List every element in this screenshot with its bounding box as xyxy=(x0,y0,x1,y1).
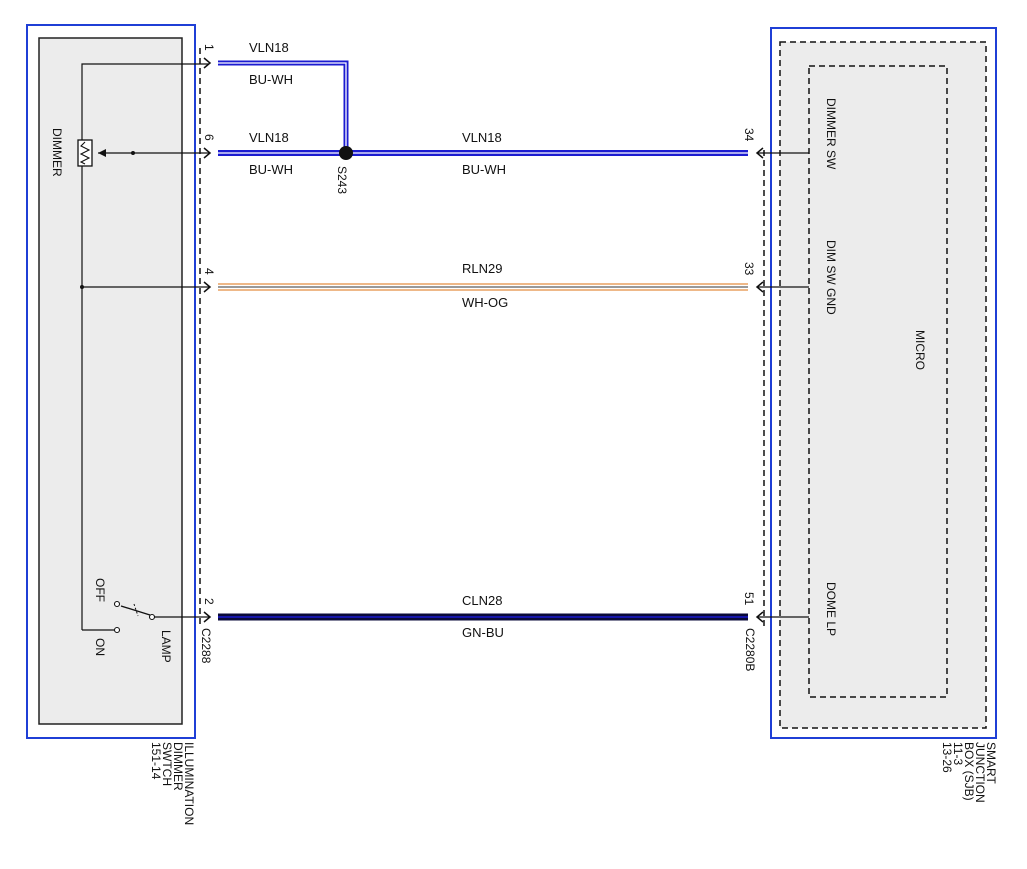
terminal-left-pin6 xyxy=(203,147,212,159)
lamp-label: LAMP xyxy=(159,630,173,663)
wire-pin2-circuit-label: CLN28 xyxy=(462,593,502,608)
right-module-name-line-4: 11-3 xyxy=(951,742,965,765)
left-module-name-line-2: DIMMER xyxy=(171,742,185,791)
wire-34-color-label: BU-WH xyxy=(462,162,506,177)
lamp-switch-pivot xyxy=(148,613,156,621)
wire-pin6-color-label: BU-WH xyxy=(249,162,293,177)
wire-34-circuit-label: VLN18 xyxy=(462,130,502,145)
wire-pin1-color-label: BU-WH xyxy=(249,72,293,87)
pin-left-4: 4 xyxy=(202,268,216,275)
right-terminals xyxy=(755,147,764,623)
illumination-dimmer-switch-module: DIMMER OFF ON LAMP C2288 ILLUMINATION DI… xyxy=(26,24,213,825)
splice-s243-dot xyxy=(339,146,353,160)
left-terminals xyxy=(203,57,212,623)
left-internal-junction-pin4 xyxy=(80,285,84,289)
function-dimmer-sw: DIMMER SW xyxy=(824,98,838,170)
pin-left-1: 1 xyxy=(202,44,216,51)
terminal-right-pin51 xyxy=(755,611,764,623)
wire-pin1-vln18 xyxy=(218,60,349,153)
terminal-right-pin34 xyxy=(755,147,764,159)
left-internal-junction-pin6 xyxy=(131,151,135,155)
pin-right-34: 34 xyxy=(742,128,756,142)
dimmer-label: DIMMER xyxy=(50,128,64,177)
pin-right-51: 51 xyxy=(742,592,756,606)
terminal-left-pin1 xyxy=(203,57,212,69)
micro-block xyxy=(808,65,948,698)
wire-pin1-circuit-label: VLN18 xyxy=(249,40,289,55)
right-module-name-line-3: BOX (SJB) xyxy=(962,742,976,801)
smart-junction-box-module: MICRO DIMMER SW DIM SW GND DOME LP C2280… xyxy=(743,27,998,803)
pin-left-6: 6 xyxy=(202,134,216,141)
on-label: ON xyxy=(93,638,107,656)
right-connector-label: C2280B xyxy=(743,628,757,671)
wire-pin4-circuit-label: RLN29 xyxy=(462,261,502,276)
terminal-right-pin33 xyxy=(755,281,764,293)
micro-label: MICRO xyxy=(913,330,927,370)
wire-pin2-color-label: GN-BU xyxy=(462,625,504,640)
left-module-body xyxy=(38,37,183,725)
wire-pin4-rln29 xyxy=(218,283,748,291)
off-label: OFF xyxy=(93,578,107,602)
right-module-name-line-5: 13-26 xyxy=(940,742,954,773)
lamp-switch-blade xyxy=(120,605,151,616)
lamp-switch-contact-on xyxy=(113,626,121,634)
wire-pin6-circuit-label: VLN18 xyxy=(249,130,289,145)
left-module-name-line-1: ILLUMINATION xyxy=(182,742,196,825)
right-module-name-line-2: JUNCTION xyxy=(973,742,987,803)
dimmer-resistor-zigzag xyxy=(79,141,91,165)
wire-pin1-white-stripe xyxy=(218,62,347,153)
left-dimmer-arrow xyxy=(98,149,106,157)
terminal-left-pin4 xyxy=(203,281,212,293)
function-dome-lp: DOME LP xyxy=(824,582,838,636)
right-module-name-line-1: SMART xyxy=(984,742,998,784)
function-dim-sw-gnd: DIM SW GND xyxy=(824,240,838,315)
lamp-switch-contact-off xyxy=(113,600,121,608)
pin-right-33: 33 xyxy=(742,262,756,276)
left-module-name-line-4: 151-14 xyxy=(149,742,163,780)
left-connector-label: C2288 xyxy=(199,628,213,664)
wire-pin4-color-label: WH-OG xyxy=(462,295,508,310)
splice-s243-label: S243 xyxy=(335,166,349,194)
left-internal-wire-top xyxy=(81,63,209,630)
terminal-left-pin2 xyxy=(203,611,212,623)
pin-left-2: 2 xyxy=(202,598,216,605)
left-module-name-line-3: SWTCH xyxy=(160,742,174,786)
